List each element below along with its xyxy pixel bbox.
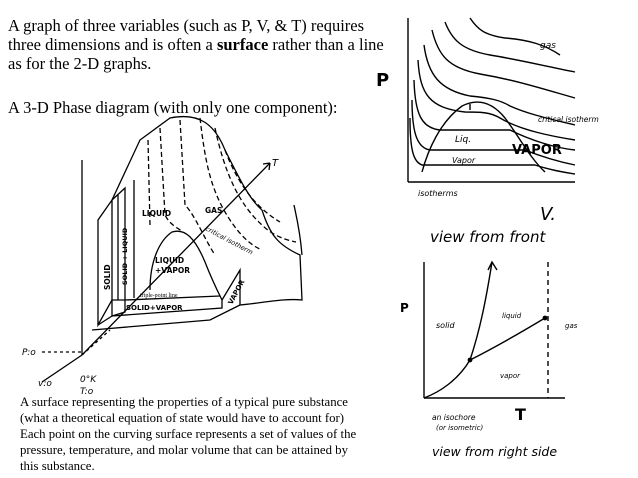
intro-text: A graph of three variables (such as P, V… bbox=[8, 16, 388, 73]
triple-point-line-mark bbox=[124, 295, 221, 301]
critical-point bbox=[542, 315, 548, 321]
melting-curve-arrow bbox=[487, 260, 498, 271]
solid-label: SOLID bbox=[103, 264, 112, 290]
liquid-label: LIQUID bbox=[142, 209, 171, 218]
liquid-vapor-label-2: +VAPOR bbox=[155, 266, 190, 275]
pt-vapor-label: vapor bbox=[500, 372, 521, 380]
pvt-surface-diagram bbox=[41, 116, 303, 383]
solid-vapor-label: SOLID+VAPOR bbox=[126, 304, 183, 312]
caption: A surface representing the properties of… bbox=[20, 394, 405, 474]
critical-isotherm-line bbox=[199, 117, 263, 251]
isotherm-dashed bbox=[214, 127, 297, 243]
isotherm bbox=[413, 79, 576, 151]
melting-curve bbox=[469, 261, 493, 361]
pt-view-label: view from right side bbox=[432, 444, 557, 459]
pt-gas-label: gas bbox=[565, 322, 578, 330]
v-axis-line bbox=[41, 354, 83, 383]
critical-isotherm-label: critical isotherm bbox=[204, 225, 254, 257]
gas-label: GAS bbox=[205, 206, 222, 215]
vapor-face bbox=[221, 267, 241, 305]
caption-line: A surface representing the properties of… bbox=[20, 395, 348, 409]
isotherm bbox=[411, 99, 576, 166]
vaporization-curve bbox=[469, 317, 546, 361]
base-edge bbox=[91, 304, 241, 331]
pt-t-label: T bbox=[515, 405, 526, 424]
pv-diagram bbox=[407, 17, 576, 183]
gas-edge bbox=[239, 209, 303, 306]
t-axis-line bbox=[81, 162, 271, 356]
heading: A 3-D Phase diagram (with only one compo… bbox=[8, 98, 338, 117]
t-origin-label-1: 0°K bbox=[80, 375, 97, 385]
pt-solid-label: solid bbox=[436, 321, 456, 330]
isotherm bbox=[469, 17, 561, 56]
isotherm bbox=[409, 117, 576, 175]
caption-line: this substance. bbox=[20, 459, 95, 473]
liquid-vapor-dome bbox=[149, 230, 223, 301]
pt-labels: P T solid liquid gas vapor an isochore (… bbox=[400, 301, 578, 459]
solid-vapor-strip bbox=[111, 300, 223, 317]
pt-liquid-label: liquid bbox=[502, 312, 522, 320]
intro-text-end: rather than a line as for the 2-D graphs… bbox=[8, 35, 384, 73]
pv-p-label: P bbox=[376, 70, 389, 91]
isotherm-dashed bbox=[147, 139, 151, 226]
pt-diagram bbox=[423, 260, 565, 399]
pt-p-label: P bbox=[400, 301, 409, 315]
pv-vapor-small-label: Vapor bbox=[452, 156, 476, 165]
t-axis-arrow bbox=[262, 162, 271, 171]
axis-t-label: T bbox=[272, 158, 279, 169]
triple-point-line-label: triple-point line bbox=[140, 293, 178, 299]
solid-liquid-face bbox=[111, 186, 126, 300]
origin-guide bbox=[81, 329, 111, 356]
caption-line: (what a theoretical equation of state wo… bbox=[20, 411, 345, 425]
pv-isotherms-label: isotherms bbox=[418, 189, 458, 198]
isochore-label-1: an isochore bbox=[432, 413, 476, 422]
pv-liq-label: Liq. bbox=[455, 135, 471, 145]
surface-top-edge bbox=[111, 116, 263, 211]
isotherm bbox=[431, 29, 576, 99]
pv-dome bbox=[421, 101, 546, 173]
solid-face bbox=[97, 197, 113, 328]
vapor-label-3d: VAPOR bbox=[227, 278, 247, 306]
solid-vapor-face bbox=[111, 299, 126, 317]
pv-vapor-big-label: VAPOR bbox=[512, 143, 562, 158]
t-origin-label-2: T:o bbox=[80, 387, 94, 397]
caption-line: pressure, temperature, and molar volume … bbox=[20, 443, 348, 457]
pv-view-label: view from front bbox=[430, 228, 546, 246]
triple-point bbox=[467, 357, 473, 363]
pv-critical-isotherm-label: critical isotherm bbox=[538, 115, 599, 124]
isotherm-dashed bbox=[179, 119, 216, 256]
pv-gas-label: gas bbox=[540, 41, 556, 51]
p-zero-label: P:o bbox=[22, 348, 36, 358]
caption-line: Each point on the curving surface repres… bbox=[20, 427, 357, 441]
right-edge bbox=[293, 204, 303, 256]
isotherm bbox=[423, 44, 576, 126]
sublimation-curve bbox=[423, 359, 471, 399]
liquid-vapor-label-1: LIQUID bbox=[155, 256, 184, 265]
pv-v-label: V. bbox=[540, 204, 556, 225]
isotherm-dashed bbox=[159, 127, 184, 233]
isotherm bbox=[444, 21, 576, 73]
solid-liquid-label: SOLID + LIQUID bbox=[121, 227, 129, 285]
intro-bold-word: surface bbox=[216, 35, 269, 54]
pt-points bbox=[467, 315, 548, 363]
v-zero-label: v:o bbox=[38, 379, 52, 389]
isochore-label-2: (or isometric) bbox=[436, 424, 484, 432]
intro-text-part: A graph of three variables (such as P, V… bbox=[8, 16, 365, 54]
solid-vapor-edge bbox=[97, 315, 113, 326]
isotherm-dashed bbox=[224, 149, 281, 223]
pv-labels: P V. gas critical isotherm Liq. VAPOR Va… bbox=[376, 41, 599, 246]
critical-isotherm-curve bbox=[417, 59, 576, 141]
